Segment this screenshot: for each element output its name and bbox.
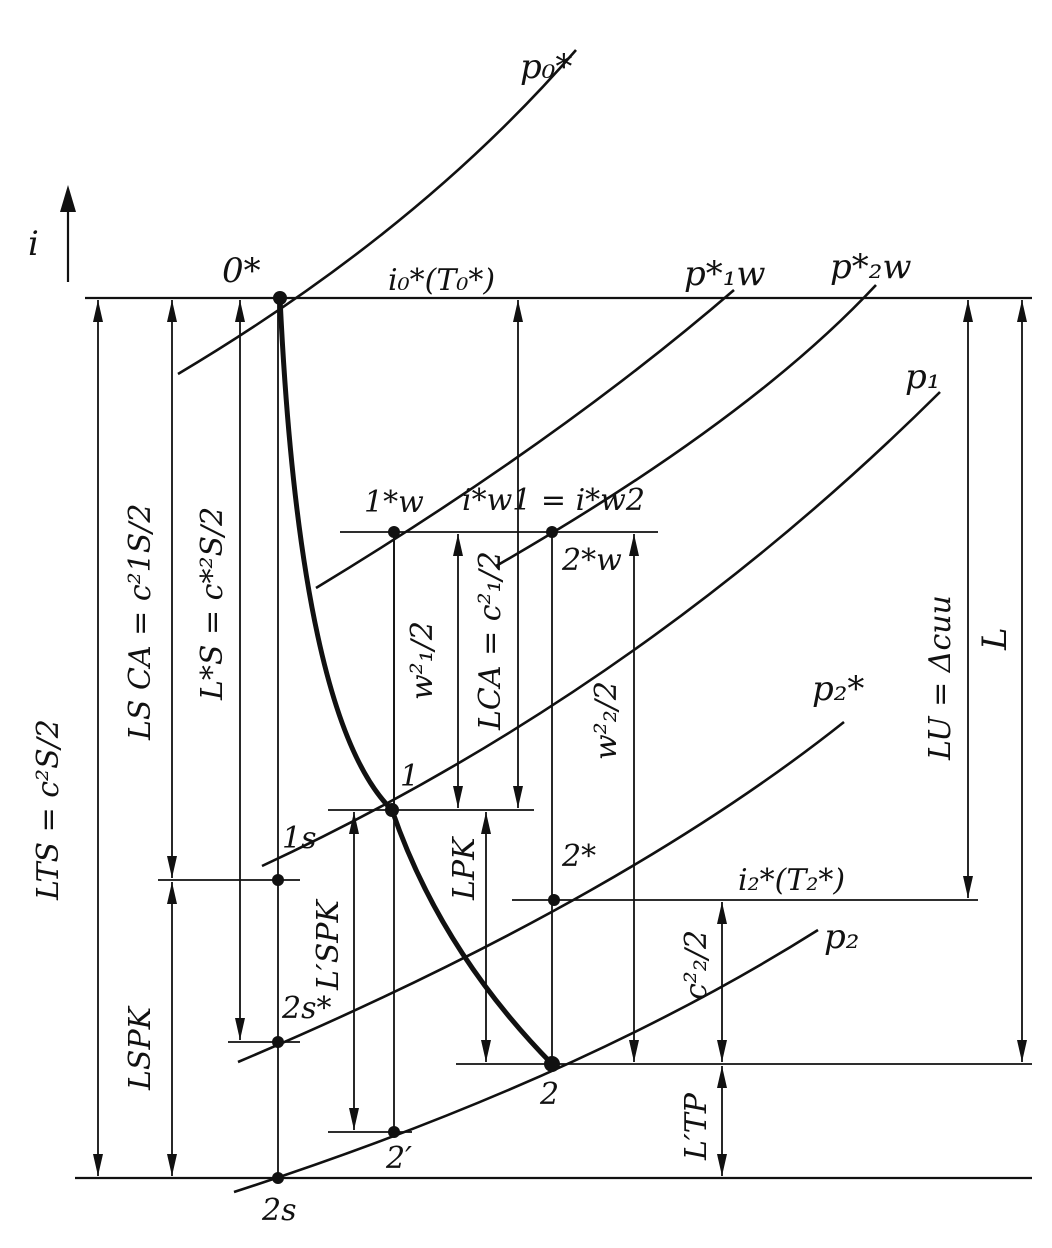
point-2w-star (546, 526, 558, 538)
dim-lprimespk-arrow-bottom (349, 1108, 359, 1130)
label-w1: w²₁/2 (405, 621, 440, 700)
dim-l-arrow-bottom (1017, 1040, 1027, 1062)
dimension-arrows (93, 300, 1027, 1176)
label-1: 1 (400, 759, 419, 794)
label-1s: 1s (282, 821, 316, 856)
dim-lca-arrow-top (453, 534, 463, 556)
isobar-p2-star (237, 720, 845, 1064)
isobar-p1w-star (315, 289, 735, 590)
dim-lspk-arrow-bottom (167, 1154, 177, 1176)
annotation-i0: i₀*(T₀*) (388, 263, 495, 298)
enthalpy-annotations: i₀*(T₀*) i*w1 = i*w2 i₂*(T₂*) (388, 263, 845, 898)
label-p2: p₂ (824, 917, 859, 957)
point-labels: 0* 1*w 2*w 1 1s 2* 2s* 2 2′ 2s (222, 251, 622, 1228)
label-ltp: L′TP (679, 1092, 714, 1161)
point-2 (544, 1056, 560, 1072)
point-0-star (273, 291, 287, 305)
dimension-labels: LTS = c²S/2 LS CA = c²1S/2 L*S = c*²S/2 … (31, 504, 1015, 1162)
i-axis-label: i (28, 224, 39, 264)
label-lca: LCA = c²₁/2 (473, 551, 508, 731)
expansion-process-line (277, 297, 554, 1066)
point-1w-star (388, 526, 400, 538)
label-w2: w²₂/2 (589, 681, 624, 760)
point-2-star (548, 894, 560, 906)
label-lsca: LS CA = c²1S/2 (123, 504, 158, 742)
dim-lsstar-arrow-top (235, 300, 245, 322)
dim-lts-arrow-bottom (93, 1154, 103, 1176)
point-1s (272, 874, 284, 886)
dim-lca-arrow-bottom (453, 786, 463, 808)
label-p1: p₁ (905, 357, 940, 397)
dim-i0-1-arrow-top (513, 300, 523, 322)
label-2-prime: 2′ (385, 1141, 412, 1176)
state-verticals (277, 298, 553, 1178)
label-lpk: LPK (447, 836, 482, 901)
label-2s: 2s (261, 1193, 296, 1228)
label-2: 2 (539, 1077, 559, 1112)
annotation-i2: i₂*(T₂*) (738, 863, 845, 898)
dim-lspk-arrow-top (167, 882, 177, 904)
isobar-p2w-star (495, 284, 877, 568)
label-p2-star: p₂* (812, 669, 864, 709)
label-p1w-star: p*₁w (684, 254, 766, 294)
dim-w2-arrow-top (629, 534, 639, 556)
dim-ltp-arrow-bottom (717, 1154, 727, 1176)
point-1 (385, 803, 399, 817)
label-2-star: 2* (561, 839, 596, 874)
label-p0-star: p₀* (520, 47, 572, 87)
dim-i0-1-arrow-bottom (513, 786, 523, 808)
dim-ltp-arrow-top (717, 1066, 727, 1088)
dim-lsca-arrow-top (167, 300, 177, 322)
point-2s (272, 1172, 284, 1184)
label-lts: LTS = c²S/2 (31, 719, 66, 901)
label-lprimespk: L′SPK (311, 899, 346, 991)
label-0-star: 0* (222, 251, 261, 291)
label-2s-star: 2s* (281, 991, 331, 1026)
dim-c2-arrow-top (717, 902, 727, 924)
i-axis: i (28, 185, 76, 282)
dim-lpk-arrow-top (481, 812, 491, 834)
annotation-iw: i*w1 = i*w2 (462, 483, 645, 518)
isobar-p0-star (177, 49, 577, 376)
enthalpy-levels (75, 296, 1032, 1180)
i-axis-arrowhead (60, 185, 76, 212)
dim-lsstar-arrow-bottom (235, 1018, 245, 1040)
label-p2w-star: p*₂w (830, 247, 912, 287)
dim-c2-arrow-bottom (717, 1040, 727, 1062)
dim-l-arrow-top (1017, 300, 1027, 322)
point-2s-star (272, 1036, 284, 1048)
dim-lpk-arrow-bottom (481, 1040, 491, 1062)
isobar-p1 (261, 391, 941, 868)
label-c2: c²₂/2 (679, 930, 714, 1000)
dim-lsca-arrow-bottom (167, 856, 177, 878)
isobar-labels: p₀* p*₁w p*₂w p₁ p₂* p₂ (520, 47, 940, 957)
dim-lts-arrow-top (93, 300, 103, 322)
dim-lprimespk-arrow-top (349, 812, 359, 834)
label-1w-star: 1*w (364, 485, 424, 520)
dim-lu-arrow-top (963, 300, 973, 322)
label-lsstar: L*S = c*²S/2 (195, 507, 230, 701)
label-lspk: LSPK (123, 1005, 158, 1091)
label-l: L (975, 627, 1015, 651)
dim-w2-arrow-bottom (629, 1040, 639, 1062)
point-2-prime (388, 1126, 400, 1138)
label-lu: LU = Δcuu (923, 595, 958, 761)
state-points (272, 291, 560, 1184)
dim-lu-arrow-bottom (963, 876, 973, 898)
label-2w-star: 2*w (561, 543, 622, 578)
